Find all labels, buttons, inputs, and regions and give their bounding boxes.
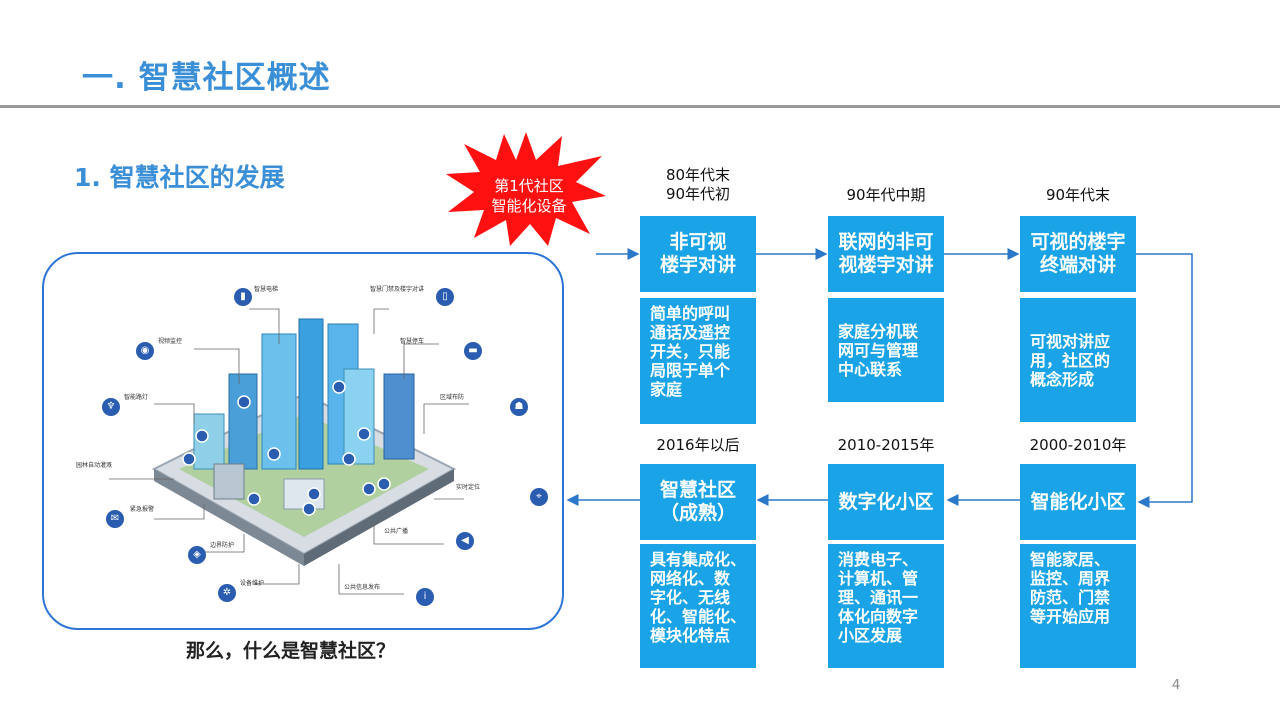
stage-time-text: 80年代末 90年代初 xyxy=(665,166,731,203)
stage-description: 简单的呼叫 通话及遥控 开关，只能 局限于单个 家庭 xyxy=(640,298,756,424)
title-divider xyxy=(0,105,1280,108)
starburst-line2: 智能化设备 xyxy=(491,197,567,215)
stage-time: 2016年以后 xyxy=(640,436,756,455)
section-subtitle: 1. 智慧社区的发展 xyxy=(74,163,285,192)
smart-community-illustration: ▮ 智慧电梯 ▯ 智慧门禁及楼宇对讲 ◉ 视频监控 ▬ 智慧停车 ♆ 智能路灯 … xyxy=(42,252,564,630)
stage-time: 90年代中期 xyxy=(828,186,944,205)
stage-time: 80年代末 90年代初 xyxy=(640,166,756,204)
page-number: 4 xyxy=(1172,678,1181,693)
stage-header-text: 智能化小区 xyxy=(1030,490,1126,513)
illus-label: 智慧电梯 xyxy=(254,286,279,293)
stage-header: 智慧社区 （成熟） xyxy=(640,464,756,540)
stage-description: 消费电子、 计算机、管 理、通讯一 体化向数字 小区发展 xyxy=(828,544,944,668)
illus-label: 区域布防 xyxy=(440,394,465,401)
stage-desc-text: 消费电子、 计算机、管 理、通讯一 体化向数字 小区发展 xyxy=(838,550,919,645)
illus-label: 智慧停车 xyxy=(400,338,425,345)
starburst-shape xyxy=(446,132,606,246)
stage-header-text: 数字化小区 xyxy=(838,490,934,513)
stage-header-text: 可视的楼宇 终端对讲 xyxy=(1030,231,1126,276)
stage-time: 90年代末 xyxy=(1020,186,1136,205)
starburst-label: 第1代社区 智能化设备 xyxy=(470,176,588,216)
stage-description: 家庭分机联 网可与管理 中心联系 xyxy=(828,298,944,402)
stage-desc-text: 智能家居、 监控、周界 防范、门禁 等开始应用 xyxy=(1030,550,1111,626)
stage-description: 可视对讲应 用，社区的 概念形成 xyxy=(1020,298,1136,422)
camera-icon: ◉ xyxy=(136,342,154,360)
stage-time-text: 90年代末 xyxy=(1045,186,1111,204)
stage-header: 非可视 楼宇对讲 xyxy=(640,216,756,292)
broadcast-icon: ◀ xyxy=(456,532,474,550)
question-text: 那么，什么是智慧社区？ xyxy=(186,640,396,662)
illus-label: 设备维护 xyxy=(240,580,265,587)
car-icon: ▬ xyxy=(464,342,482,360)
gear-icon: ✲ xyxy=(218,584,236,602)
stage-time-text: 2000-2010年 xyxy=(1029,436,1127,454)
illus-label: 智慧门禁及楼宇对讲 xyxy=(370,286,425,293)
info-icon: i xyxy=(416,588,434,606)
stage-desc-text: 具有集成化、 网络化、数 字化、无线 化、智能化、 模块化特点 xyxy=(650,550,747,645)
intercom-icon: ▯ xyxy=(436,288,454,306)
illus-label: 智能路灯 xyxy=(124,394,149,401)
stage-header: 智能化小区 xyxy=(1020,464,1136,540)
stage-header-text: 智慧社区 （成熟） xyxy=(659,479,736,524)
streetlight-icon: ♆ xyxy=(102,398,120,416)
stage-header-text: 联网的非可 视楼宇对讲 xyxy=(838,231,934,276)
stage-header: 联网的非可 视楼宇对讲 xyxy=(828,216,944,292)
guard-icon: ☗ xyxy=(510,398,528,416)
elevator-icon: ▮ xyxy=(234,288,252,306)
illus-label: 园林自动灌溉 xyxy=(76,462,113,469)
stage-description: 智能家居、 监控、周界 防范、门禁 等开始应用 xyxy=(1020,544,1136,668)
stage-header-text: 非可视 楼宇对讲 xyxy=(659,231,736,276)
starburst-line1: 第1代社区 xyxy=(494,177,564,195)
stage-time: 2010-2015年 xyxy=(828,436,944,455)
alarm-icon: ✉ xyxy=(106,510,124,528)
page-title: 一. 智慧社区概述 xyxy=(82,60,331,96)
illus-label: 视频监控 xyxy=(158,338,183,345)
stage-time-text: 2016年以后 xyxy=(656,436,740,454)
illus-label: 边界防护 xyxy=(210,542,235,549)
stage-description: 具有集成化、 网络化、数 字化、无线 化、智能化、 模块化特点 xyxy=(640,544,756,668)
stage-desc-text: 家庭分机联 网可与管理 中心联系 xyxy=(838,321,919,379)
stage-desc-text: 简单的呼叫 通话及遥控 开关，只能 局限于单个 家庭 xyxy=(650,304,731,399)
location-icon: ⌖ xyxy=(530,488,548,506)
city-isometric-image xyxy=(109,308,469,595)
stage-header: 数字化小区 xyxy=(828,464,944,540)
stage-time-text: 90年代中期 xyxy=(846,186,926,204)
illus-label: 实时定位 xyxy=(456,484,481,491)
stage-header: 可视的楼宇 终端对讲 xyxy=(1020,216,1136,292)
stage-time: 2000-2010年 xyxy=(1020,436,1136,455)
stage-desc-text: 可视对讲应 用，社区的 概念形成 xyxy=(1030,331,1111,389)
stage-time-text: 2010-2015年 xyxy=(837,436,935,454)
shield-icon: ◈ xyxy=(188,546,206,564)
illus-label: 公共广播 xyxy=(384,528,409,535)
illus-label: 公共信息发布 xyxy=(344,584,381,591)
illus-label: 紧急报警 xyxy=(130,506,155,513)
